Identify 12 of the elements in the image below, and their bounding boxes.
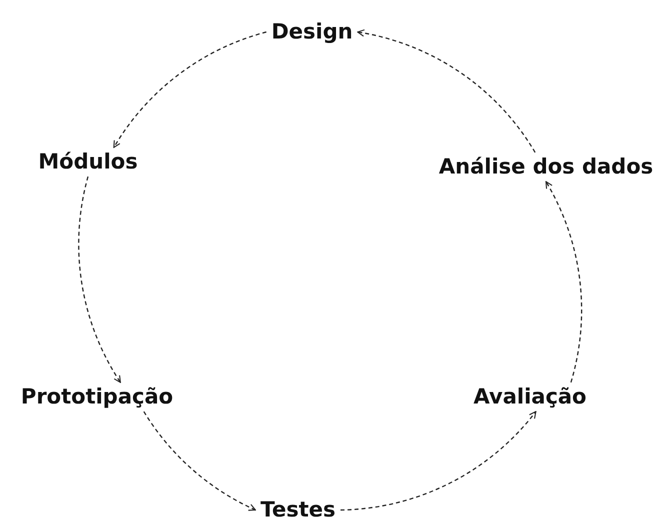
dashed-arrow bbox=[113, 31, 266, 148]
dashed-arrow bbox=[143, 411, 256, 511]
stage-label: Análise dos dados bbox=[436, 154, 656, 180]
dashed-arrow bbox=[78, 176, 121, 383]
stage-label: Avaliação bbox=[472, 384, 588, 410]
stage-label: Testes bbox=[258, 497, 338, 523]
dashed-arrow bbox=[340, 411, 536, 511]
stage-label: Prototipação bbox=[18, 384, 176, 410]
stage-label: Design bbox=[269, 19, 355, 45]
dashed-arrow bbox=[357, 30, 536, 153]
dashed-arrow bbox=[545, 181, 582, 383]
stage-label: Módulos bbox=[36, 149, 140, 175]
